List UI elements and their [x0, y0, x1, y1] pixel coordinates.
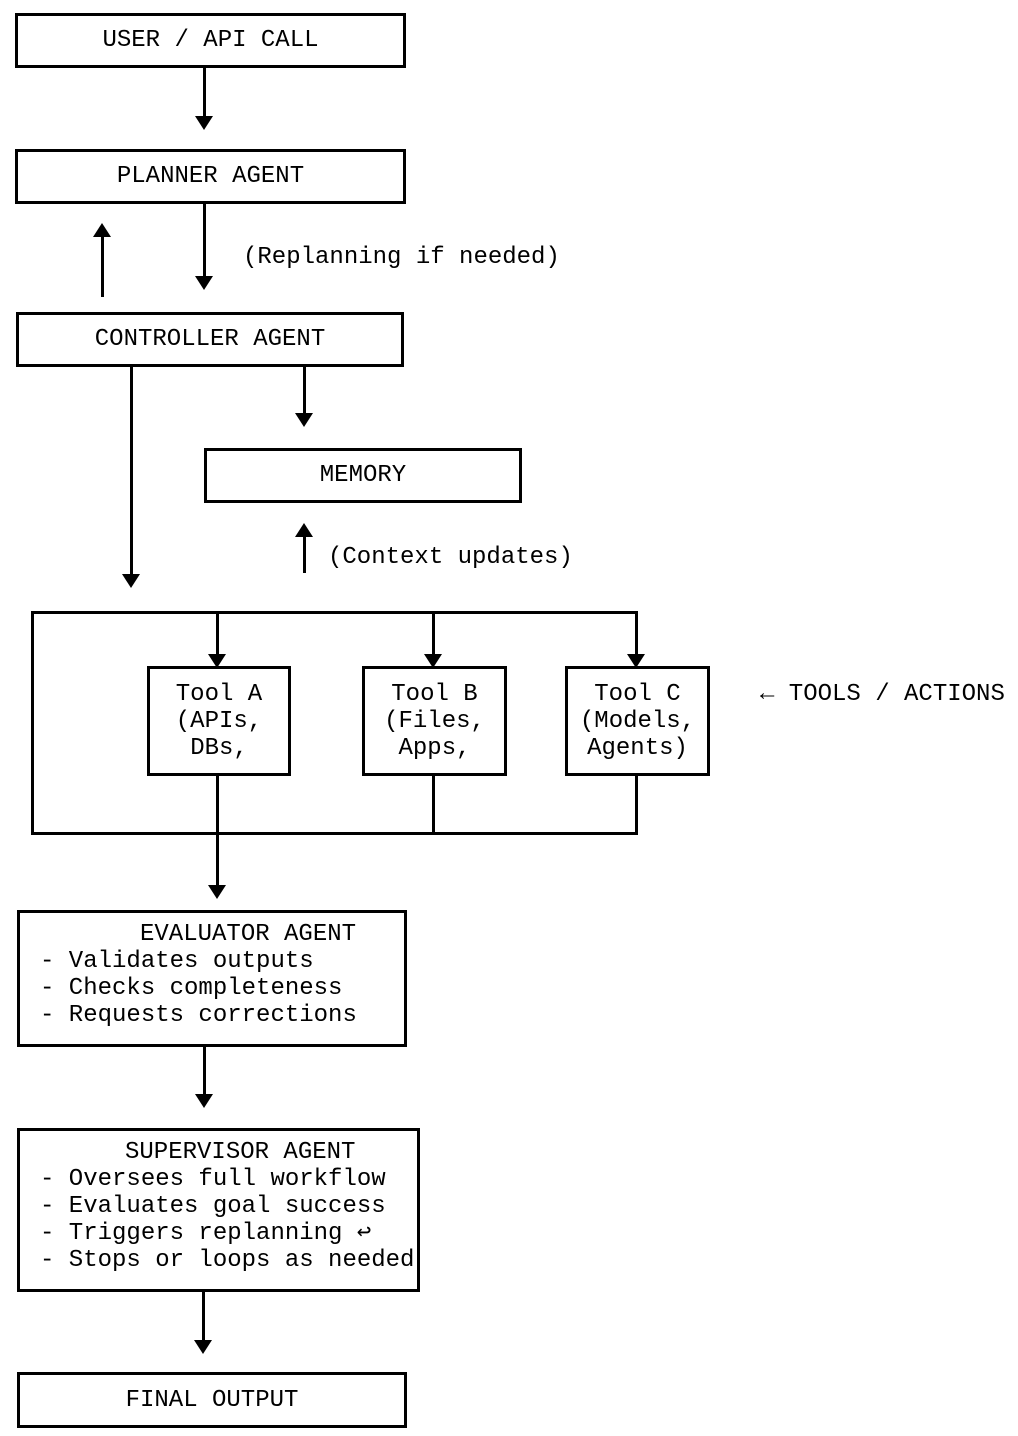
user-api-call-box: USER / API CALL [15, 13, 406, 68]
tool-b-box: Tool B (Files, Apps, [362, 666, 507, 776]
evaluator-bullet: - Checks completeness [40, 975, 343, 1002]
connector-user-planner [203, 68, 206, 116]
supervisor-agent-box: SUPERVISOR AGENT - Oversees full workflo… [17, 1128, 420, 1292]
connector-planner-controller [203, 203, 206, 276]
tool-c-detail: (Models, [579, 707, 696, 735]
arrowhead-down-icon [194, 1340, 212, 1354]
planner-agent-box: PLANNER AGENT [15, 149, 406, 204]
tool-b-detail: (Files, [384, 707, 485, 735]
connector-controller-tools [130, 367, 133, 574]
planner-agent-label: PLANNER AGENT [116, 163, 305, 190]
supervisor-bullet: - Evaluates goal success [40, 1193, 386, 1220]
controller-agent-label: CONTROLLER AGENT [94, 326, 326, 353]
tools-actions-note: ← TOOLS / ACTIONS [760, 681, 1005, 708]
memory-box: MEMORY [204, 448, 522, 503]
arrowhead-down-icon [424, 654, 442, 668]
tool-c-box: Tool C (Models, Agents) [565, 666, 710, 776]
tool-b-title: Tool B [391, 680, 478, 708]
tools-container-box [31, 611, 638, 835]
connector-tool-a-bottom [216, 773, 219, 835]
connector-context-memory [303, 537, 306, 573]
evaluator-bullet: - Validates outputs [40, 948, 314, 975]
tool-a-box: Tool A (APIs, DBs, [147, 666, 291, 776]
arrowhead-down-icon [195, 276, 213, 290]
tool-c-title: Tool C [594, 680, 681, 708]
supervisor-bullet: - Triggers replanning ↩ [40, 1220, 372, 1247]
supervisor-agent-title: SUPERVISOR AGENT [125, 1139, 356, 1166]
connector-evaluator-supervisor [203, 1047, 206, 1094]
arrowhead-down-icon [627, 654, 645, 668]
connector-tool-b-bottom [432, 773, 435, 835]
arrowhead-down-icon [295, 413, 313, 427]
arrowhead-down-icon [195, 1094, 213, 1108]
arrowhead-down-icon [195, 116, 213, 130]
connector-into-tool-a [216, 614, 219, 654]
arrowhead-up-icon [93, 223, 111, 237]
context-updates-note: (Context updates) [328, 544, 573, 571]
connector-into-tool-c [635, 614, 638, 654]
connector-tools-evaluator [216, 835, 219, 885]
arrowhead-down-icon [122, 574, 140, 588]
evaluator-agent-box: EVALUATOR AGENT - Validates outputs - Ch… [17, 910, 407, 1047]
connector-tool-c-bottom [635, 773, 638, 835]
connector-controller-memory [303, 367, 306, 413]
tool-a-title: Tool A [175, 680, 263, 708]
tool-c-detail: Agents) [587, 734, 688, 762]
tool-a-detail: DBs, [190, 734, 248, 762]
arrowhead-down-icon [208, 654, 226, 668]
user-api-call-label: USER / API CALL [102, 27, 319, 54]
connector-controller-planner [101, 237, 104, 297]
tool-b-detail: Apps, [398, 734, 471, 762]
supervisor-bullet: - Stops or loops as needed [40, 1247, 415, 1274]
final-output-box: FINAL OUTPUT [17, 1372, 407, 1428]
supervisor-bullet: - Oversees full workflow [40, 1166, 386, 1193]
evaluator-bullet: - Requests corrections [40, 1002, 357, 1029]
arrowhead-down-icon [208, 885, 226, 899]
arrowhead-up-icon [295, 523, 313, 537]
tool-a-detail: (APIs, [175, 707, 263, 735]
evaluator-agent-title: EVALUATOR AGENT [140, 921, 357, 948]
connector-into-tool-b [432, 614, 435, 654]
final-output-label: FINAL OUTPUT [125, 1386, 299, 1414]
memory-label: MEMORY [319, 462, 407, 489]
connector-supervisor-final [202, 1292, 205, 1340]
controller-agent-box: CONTROLLER AGENT [16, 312, 404, 367]
replanning-note: (Replanning if needed) [243, 244, 560, 271]
